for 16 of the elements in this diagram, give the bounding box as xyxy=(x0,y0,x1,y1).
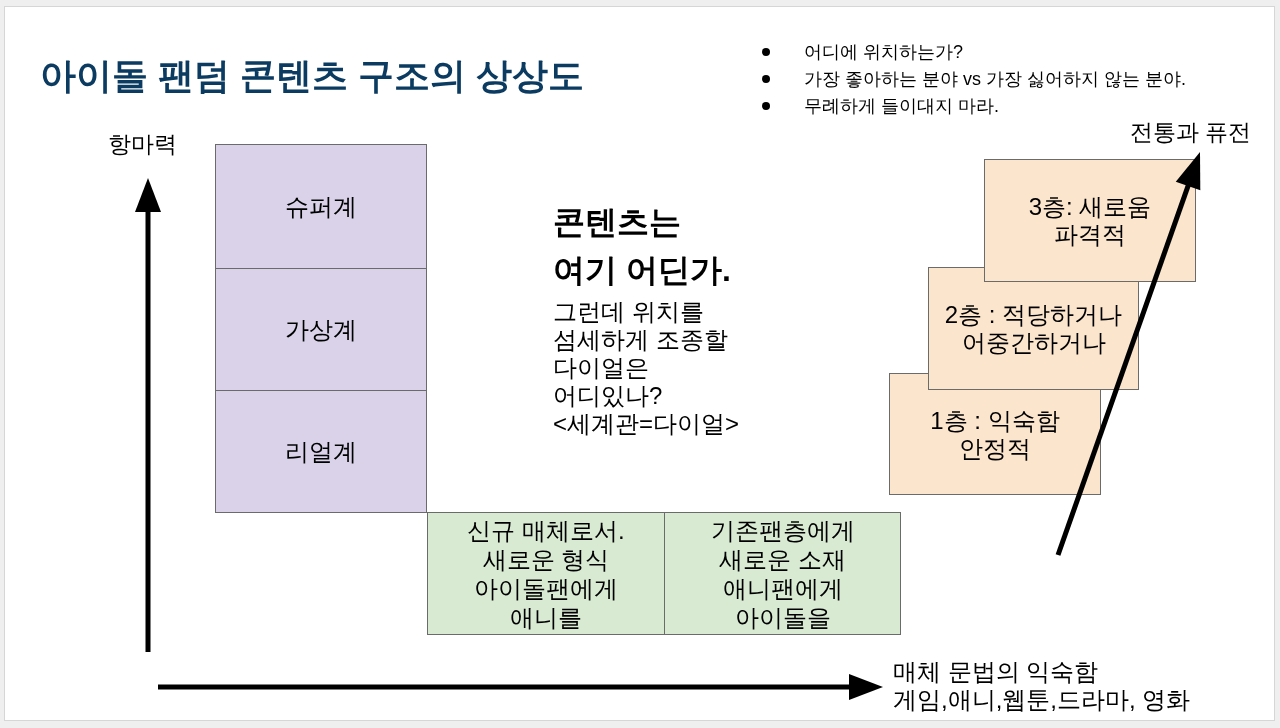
heading-text: 콘텐츠는 여기 어딘가. xyxy=(553,203,732,290)
axis-label: 매체 문법의 익숙함 xyxy=(893,658,1099,686)
axis-label: 항마력 xyxy=(108,130,177,158)
category-box: 가상계 xyxy=(215,268,427,391)
level-box: 3층: 새로움 파격적 xyxy=(984,159,1196,282)
description-box: 신규 매체로서. 새로운 형식 아이돌팬에게 애니를 xyxy=(427,512,665,635)
category-box: 슈퍼계 xyxy=(215,144,427,269)
title: 아이돌 팬덤 콘텐츠 구조의 상상도 xyxy=(40,54,584,98)
bullet-text: 무례하게 들이대지 마라. xyxy=(804,95,999,118)
body-text: 그런데 위치를 섬세하게 조종할 다이얼은 어디있나? <세계관=다이얼> xyxy=(553,298,741,438)
bullet-text: 가장 좋아하는 분야 vs 가장 싫어하지 않는 분야. xyxy=(804,68,1186,91)
category-box: 리얼계 xyxy=(215,390,427,513)
bullet-text: 어디에 위치하는가? xyxy=(804,41,963,64)
axis-label: 전통과 퓨전 xyxy=(1130,118,1252,146)
description-box: 기존팬층에게 새로운 소재 애니팬에게 아이돌을 xyxy=(664,512,901,635)
axis-label: 게임,애니,웹툰,드라마, 영화 xyxy=(893,686,1191,714)
